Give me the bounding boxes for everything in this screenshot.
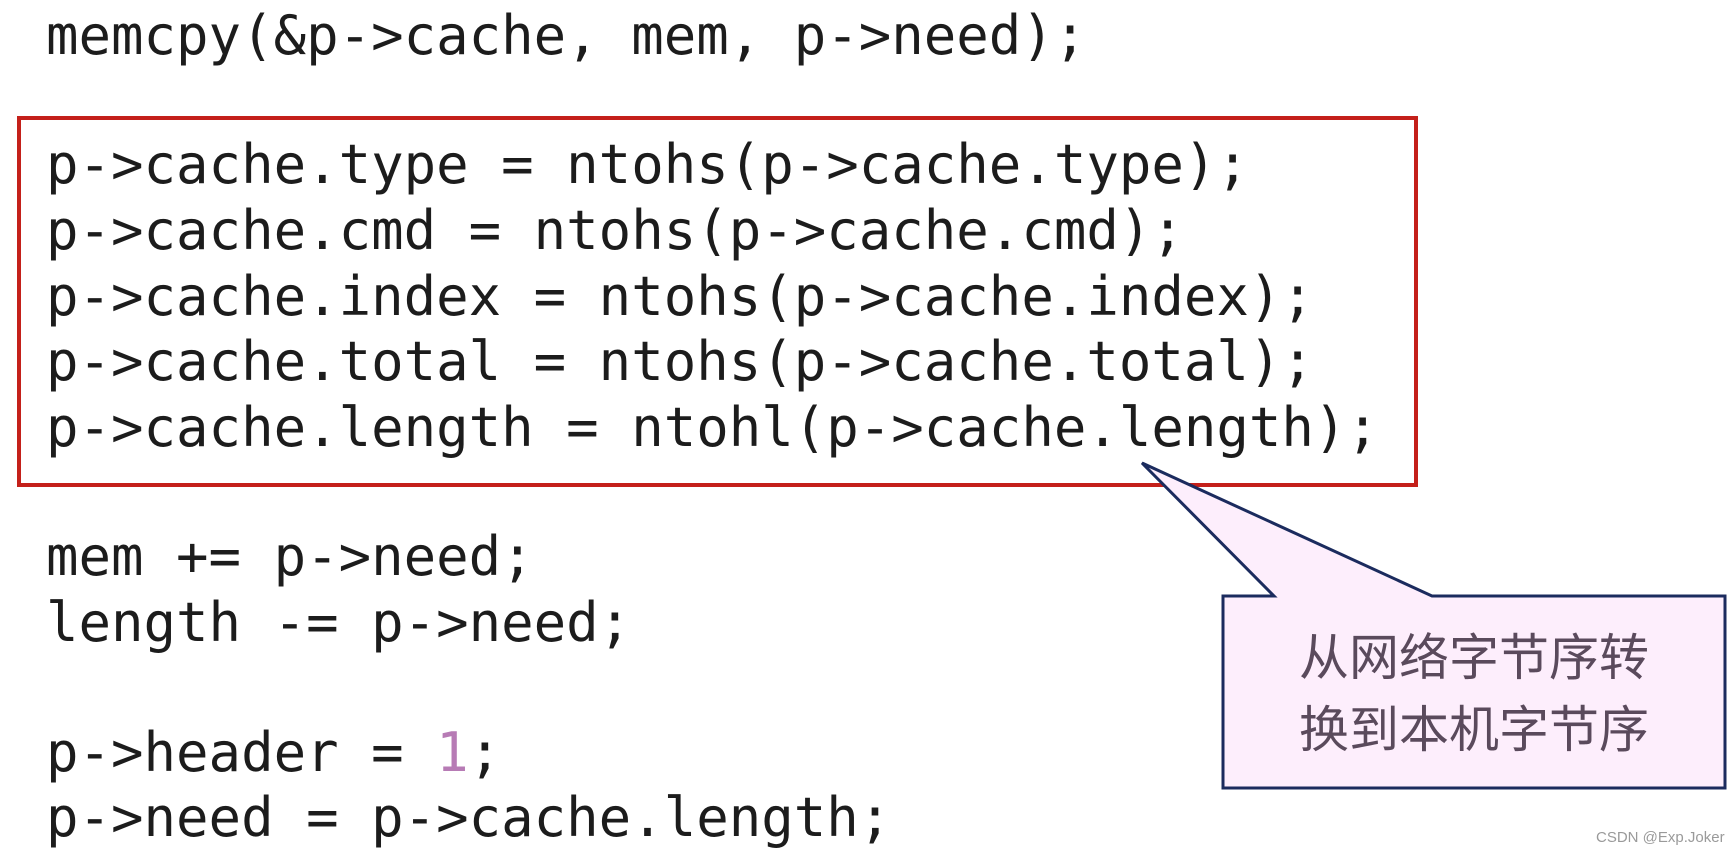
code-line-total: p->cache.total = ntohs(p->cache.total); [46,330,1314,393]
code-line-need: p->need = p->cache.length; [46,786,892,849]
number-literal: 1 [436,721,469,784]
highlight-box [17,116,1418,487]
code-line-length: p->cache.length = ntohl(p->cache.length)… [46,396,1379,459]
code-line-header: p->header = 1; [46,720,501,786]
code-line-mem: mem += p->need; [46,525,534,588]
callout-text-line1: 从网络字节序转 [1299,629,1649,687]
code-line-len: length -= p->need; [46,591,632,654]
code-text: ; [468,721,502,784]
code-line-memcpy: memcpy(&p->cache, mem, p->need); [46,4,1087,67]
code-text: p->header = [46,721,437,784]
code-line-index: p->cache.index = ntohs(p->cache.index); [46,265,1314,328]
watermark: CSDN @Exp.Joker [1596,829,1725,846]
code-line-cmd: p->cache.cmd = ntohs(p->cache.cmd); [46,199,1184,262]
code-line-type: p->cache.type = ntohs(p->cache.type); [46,133,1249,196]
callout-text-line2: 换到本机字节序 [1299,701,1649,759]
